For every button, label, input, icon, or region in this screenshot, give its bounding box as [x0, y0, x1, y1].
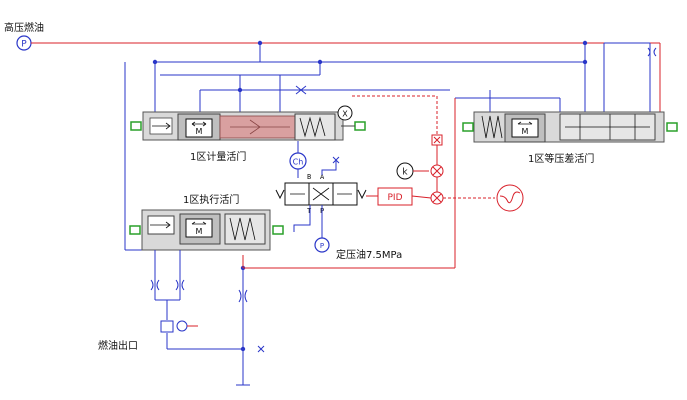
pressure-source-icon: P [16, 35, 32, 51]
metering-valve: M [142, 111, 344, 141]
gain-icon: k [396, 162, 414, 180]
orifice-top [295, 85, 307, 95]
signal-dashed [352, 95, 438, 136]
m-mark: M [196, 127, 203, 136]
pid-block: PID [377, 187, 413, 206]
diff-pressure-valve-label: 1区等压差活门 [528, 152, 594, 165]
metering-valve-label: 1区计量活门 [190, 150, 246, 163]
diff-right-connector [666, 122, 678, 132]
constant-pressure-label: 定压油7.5MPa [336, 248, 402, 261]
constant-pressure-source-icon: P [314, 237, 330, 253]
outlet-lines [154, 250, 250, 386]
control-lines-top [124, 42, 651, 251]
actuator-right-connector [272, 225, 284, 235]
actuator-valve-label: 1区执行活门 [183, 193, 239, 206]
fuel-outlet-label: 燃油出口 [98, 339, 138, 352]
displacement-sensor-icon: X [337, 105, 353, 121]
ch-block: Ch [289, 152, 307, 170]
flow-sensor-icon [160, 320, 198, 333]
p-source-label: P [21, 40, 27, 50]
pid-label: PID [387, 193, 402, 203]
svg-text:P: P [320, 242, 324, 250]
orifice-right [647, 47, 657, 57]
x-mark: X [342, 110, 348, 119]
port-b: B [307, 173, 311, 181]
diff-left-connector [462, 122, 474, 132]
servo-valve: B A T P [275, 173, 367, 215]
high-pressure-fuel-label: 高压燃油 [4, 21, 44, 34]
svg-text:M: M [522, 127, 529, 136]
junction-dots [152, 40, 588, 352]
actuator-left-connector [129, 225, 141, 235]
svg-text:M: M [196, 227, 203, 236]
pressure-red-lines [242, 98, 456, 269]
gain-label: k [402, 168, 408, 178]
port-a: A [320, 173, 325, 181]
scope-icon [496, 184, 524, 212]
diff-pressure-valve: M [473, 111, 665, 143]
metering-left-connector [130, 121, 142, 131]
actuator-valve: M [141, 209, 271, 251]
metering-right-connector [354, 121, 366, 131]
high-pressure-rail [31, 42, 661, 120]
outlet-orifices [150, 279, 248, 303]
ch-label: Ch [293, 158, 304, 167]
